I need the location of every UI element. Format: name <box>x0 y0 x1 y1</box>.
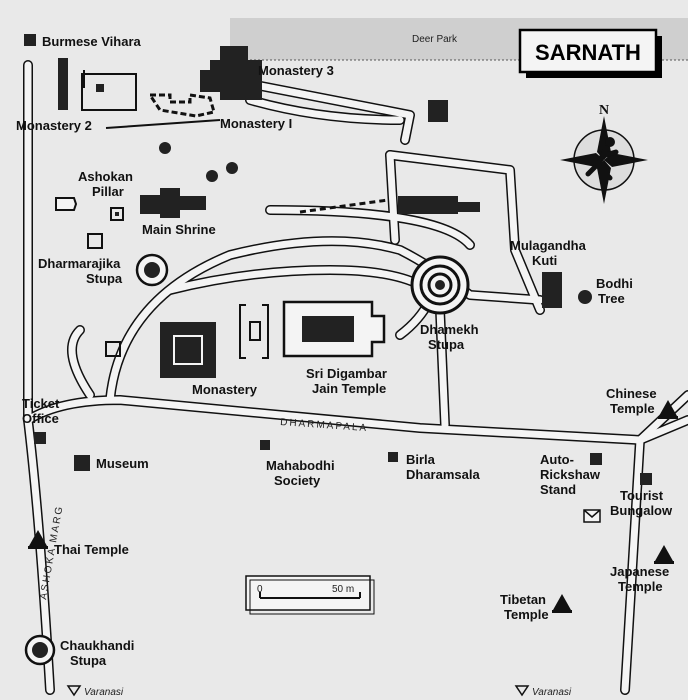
north-building <box>428 100 448 122</box>
map-title: SARNATH <box>535 40 641 65</box>
label-thai-temple: Thai Temple <box>54 542 129 557</box>
label-burmese-vihara: Burmese Vihara <box>42 34 142 49</box>
exit-varanasi-right: Varanasi <box>514 685 572 698</box>
scale-end: 50 m <box>332 584 354 595</box>
label-main-shrine: Main Shrine <box>142 222 216 237</box>
label-monastery1: Monastery I <box>220 116 292 131</box>
monastery3-shape <box>200 46 262 100</box>
temple-icon <box>28 530 48 549</box>
compass-rose: N <box>560 103 648 204</box>
ashokan-pillar-marker <box>110 207 124 221</box>
monastery2-shape <box>58 58 137 111</box>
scale-bar: 0 50 m <box>245 575 375 615</box>
place-labels: Burmese Vihara Monastery 3 Monastery 2 M… <box>16 34 673 668</box>
deer-park-label: Deer Park <box>412 34 458 45</box>
svg-text:Varanasi: Varanasi <box>532 687 572 698</box>
label-monastery3: Monastery 3 <box>258 63 334 78</box>
svg-text:Varanasi: Varanasi <box>84 687 124 698</box>
monastery-shape <box>160 322 216 378</box>
post-office-icon <box>583 509 601 523</box>
title-box: SARNATH <box>518 28 662 78</box>
burmese-vihara-marker <box>24 34 36 46</box>
label-monastery2: Monastery 2 <box>16 118 92 133</box>
main-shrine-shape <box>140 188 206 218</box>
monastery1-shape <box>147 93 216 118</box>
compass-north-label: N <box>599 103 609 118</box>
buildings <box>24 34 652 666</box>
dhamekh-stupa-marker <box>410 255 470 315</box>
temple-icon <box>658 400 678 419</box>
label-monastery: Monastery <box>192 382 258 397</box>
running-figure-icon <box>585 137 619 181</box>
temple-icon <box>552 594 572 613</box>
label-museum: Museum <box>96 456 149 471</box>
exit-varanasi-left: Varanasi <box>66 685 124 698</box>
temple-icon <box>654 545 674 564</box>
mulagandha-kuti-marker <box>542 272 562 308</box>
scale-start: 0 <box>257 584 263 595</box>
